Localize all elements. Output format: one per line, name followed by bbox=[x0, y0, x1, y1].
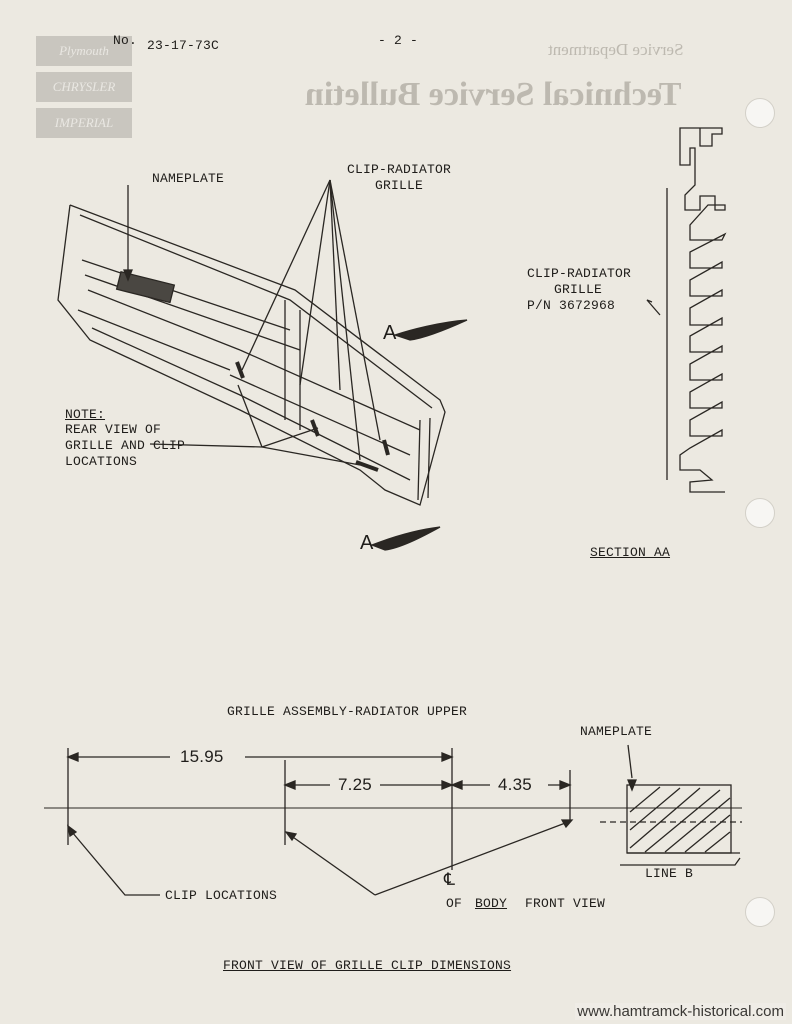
centerline-symbol: ℄ bbox=[444, 872, 456, 891]
clip-label-top-line2: GRILLE bbox=[375, 178, 424, 193]
grille-outline bbox=[57, 204, 446, 506]
dimension-outer: 15.95 bbox=[180, 747, 224, 766]
note-line-2: GRILLE AND CLIP bbox=[65, 438, 186, 453]
section-aa-caption: SECTION AA bbox=[590, 545, 671, 560]
bulletin-number: 23-17-73C bbox=[147, 38, 220, 53]
bulletin-number-label: No. bbox=[113, 33, 138, 48]
section-aa-clip-profile bbox=[679, 127, 727, 493]
ghost-logo-imperial: IMPERIAL bbox=[36, 108, 132, 138]
section-aa-part-number: P/N 3672968 bbox=[527, 298, 616, 313]
line-b-label: LINE B bbox=[645, 866, 694, 881]
section-marker-lower: A bbox=[360, 532, 374, 554]
centerline-body: BODY bbox=[475, 896, 508, 911]
nameplate-label-bottom: NAMEPLATE bbox=[580, 724, 653, 739]
section-marker-upper: A bbox=[383, 322, 397, 344]
page-number: - 2 - bbox=[378, 33, 419, 48]
binder-hole-middle bbox=[745, 498, 775, 528]
centerline-prefix: OF bbox=[446, 896, 463, 911]
bottom-caption: FRONT VIEW OF GRILLE CLIP DIMENSIONS bbox=[223, 958, 512, 973]
section-aa-clip-line2: GRILLE bbox=[554, 282, 603, 297]
note-line-3: LOCATIONS bbox=[65, 454, 138, 469]
assembly-title: GRILLE ASSEMBLY-RADIATOR UPPER bbox=[227, 704, 468, 719]
ghost-logo-chrysler: CHRYSLER bbox=[36, 72, 132, 102]
section-aa-clip-line1: CLIP-RADIATOR bbox=[527, 266, 632, 281]
binder-hole-bottom bbox=[745, 897, 775, 927]
dimension-right: 4.35 bbox=[498, 775, 532, 794]
clip-locations-label: CLIP LOCATIONS bbox=[165, 888, 278, 903]
grille-inner-edge bbox=[79, 214, 433, 409]
note-title: NOTE: bbox=[65, 407, 106, 422]
clip-label-top-line1: CLIP-RADIATOR bbox=[347, 162, 452, 177]
nameplate-label-top: NAMEPLATE bbox=[152, 171, 225, 186]
binder-hole-top bbox=[745, 98, 775, 128]
site-watermark: www.hamtramck-historical.com bbox=[575, 1003, 786, 1020]
centerline-suffix: FRONT VIEW bbox=[525, 896, 606, 911]
nameplate-patch bbox=[115, 270, 176, 304]
note-line-1: REAR VIEW OF bbox=[65, 422, 162, 437]
ghost-logo-plymouth: Plymouth bbox=[36, 36, 132, 66]
dimension-middle: 7.25 bbox=[338, 775, 372, 794]
